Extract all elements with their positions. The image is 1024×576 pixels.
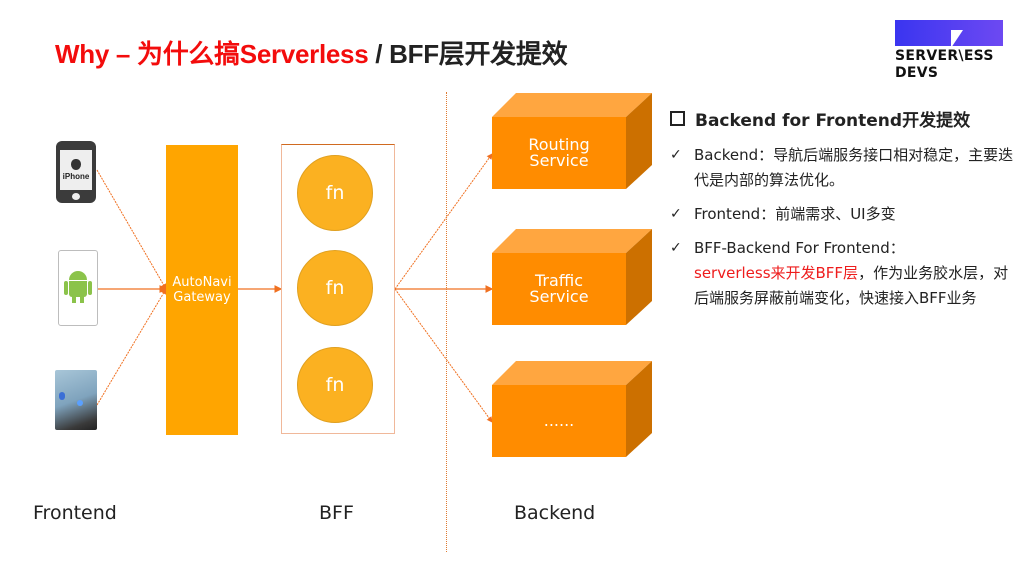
other-service-line1: ...... xyxy=(543,411,575,430)
routing-service-line2: Service xyxy=(529,151,589,170)
other-service-box: ...... xyxy=(492,361,652,457)
title-separator: / xyxy=(368,39,390,69)
android-device-icon xyxy=(58,250,98,326)
check-icon: ✓ xyxy=(670,240,682,256)
title-dark-part: BFF层开发提效 xyxy=(389,39,568,69)
bff-column-label: BFF xyxy=(319,502,354,524)
backend-column-label: Backend xyxy=(514,502,596,524)
logo-gradient-bar xyxy=(895,20,1003,46)
android-robot-icon xyxy=(62,261,94,313)
panel-item-frontend: ✓ Frontend：前端需求、UI多变 xyxy=(670,202,1015,227)
frontend-column-label: Frontend xyxy=(33,502,117,524)
autonavi-gateway: AutoNavi Gateway xyxy=(166,145,238,435)
bff-suffix: ，作为业务胶水层，对后端服务屏蔽前端变化，快速接入BFF业务 xyxy=(694,264,1009,307)
square-bullet-icon xyxy=(670,111,685,126)
panel-item-bff: ✓ BFF-Backend For Frontend： serverless来开发… xyxy=(670,236,1015,311)
panel-item-backend: ✓ Backend：导航后端服务接口相对稳定，主要迭代是内部的算法优化。 xyxy=(670,143,1015,193)
explanation-panel: Backend for Frontend开发提效 ✓ Backend：导航后端服… xyxy=(670,106,1015,320)
arrow-car-to-gateway xyxy=(96,288,167,406)
panel-item-text: BFF-Backend For Frontend： serverless来开发BF… xyxy=(694,236,1015,311)
check-icon: ✓ xyxy=(670,206,682,222)
title-red-part: Why – 为什么搞Serverless xyxy=(55,39,369,69)
routing-service-line1: Routing xyxy=(528,135,590,154)
logo-text-line2: DEVS xyxy=(895,65,939,81)
traffic-service-line2: Service xyxy=(529,287,589,306)
iphone-label: iPhone xyxy=(62,172,90,181)
iphone-device-icon: iPhone xyxy=(56,141,96,203)
bff-highlight: serverless来开发BFF层 xyxy=(694,264,859,282)
page-title: Why – 为什么搞Serverless / BFF层开发提效 xyxy=(55,34,568,71)
arrow-bff-to-other xyxy=(394,288,493,423)
serverless-devs-logo: SERVER\ESS DEVS xyxy=(895,20,1007,84)
bff-function-3: fn xyxy=(297,347,373,423)
check-icon: ✓ xyxy=(670,147,682,163)
bff-function-1: fn xyxy=(297,155,373,231)
frontend-backend-divider xyxy=(446,92,447,552)
panel-heading: Backend for Frontend开发提效 xyxy=(670,106,1015,131)
bff-prefix: BFF-Backend For Frontend： xyxy=(694,239,905,257)
arrow-bff-to-routing xyxy=(394,153,493,290)
diagram-connectors xyxy=(96,153,494,423)
cursor-icon xyxy=(951,30,963,48)
car-navigation-screen-icon xyxy=(55,370,97,430)
bff-function-2: fn xyxy=(297,250,373,326)
apple-logo-icon xyxy=(71,159,81,170)
traffic-service-line1: Traffic xyxy=(534,271,584,290)
gateway-label-line2: Gateway xyxy=(173,290,231,305)
panel-item-text: Backend：导航后端服务接口相对稳定，主要迭代是内部的算法优化。 xyxy=(694,146,1014,189)
logo-text-line1: SERVER\ESS xyxy=(895,48,994,64)
arrow-iphone-to-gateway xyxy=(96,169,167,290)
panel-item-text: Frontend：前端需求、UI多变 xyxy=(694,205,896,223)
panel-heading-text: Backend for Frontend开发提效 xyxy=(695,111,971,131)
bff-container xyxy=(281,144,395,434)
gateway-label-line1: AutoNavi xyxy=(172,275,232,290)
